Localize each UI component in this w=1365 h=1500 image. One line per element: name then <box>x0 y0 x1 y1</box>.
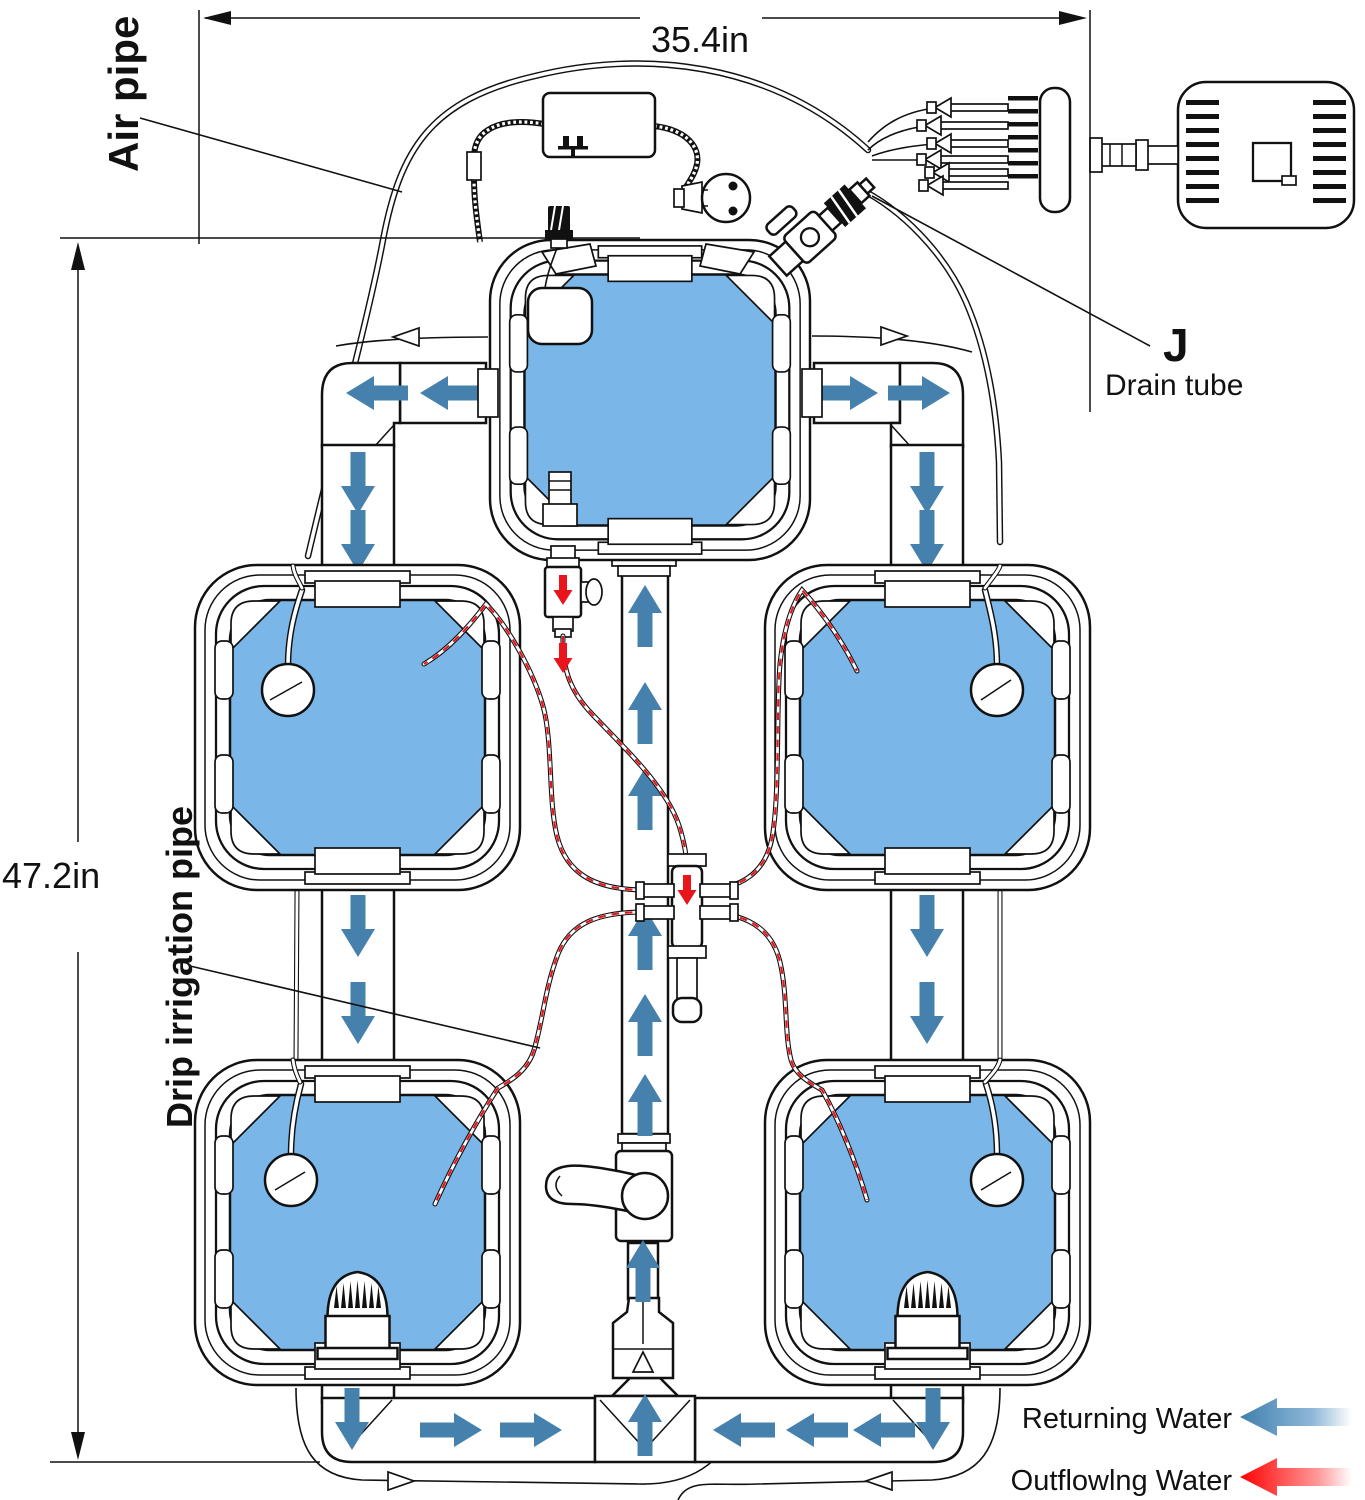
air-flow-arrow-bottom-left <box>387 1471 415 1491</box>
air-stone-mid-right <box>969 563 1025 718</box>
power-plug <box>673 172 752 224</box>
check-valve <box>611 1296 675 1380</box>
air-stone-mid-left <box>260 563 316 718</box>
legend-outflowing-label: Outflowlng Water <box>1011 1465 1233 1497</box>
lid-gland <box>545 205 573 249</box>
air-pump <box>1176 80 1356 230</box>
callout-drip-pipe: Drip irrigation pipe <box>159 806 541 1128</box>
air-flow-arrow-right <box>880 326 908 346</box>
drip-valve <box>543 545 603 638</box>
air-stone-bottom-right <box>969 1057 1025 1208</box>
air-nozzles <box>916 96 1009 197</box>
dimension-width: 35.4in <box>198 10 1091 412</box>
callout-air-pipe: Air pipe <box>100 16 403 193</box>
drain-tube-label: Drain tube <box>1105 369 1243 402</box>
air-flow-arrow-left <box>392 327 420 347</box>
legend-outflowing-arrow <box>1240 1458 1352 1496</box>
drip-lines <box>421 575 870 1207</box>
legend: Returning Water Outflowlng Water <box>1011 1398 1352 1497</box>
drip-pipe-label: Drip irrigation pipe <box>159 806 200 1128</box>
drain-letter: J <box>1163 319 1189 371</box>
air-flow-arrow-bottom-right <box>865 1471 893 1491</box>
air-stone-bottom-left <box>263 1057 319 1208</box>
ball-valve <box>544 1133 674 1243</box>
width-dimension-label: 35.4in <box>651 19 749 60</box>
callout-drain-tube: J Drain tube <box>871 195 1243 402</box>
legend-returning-label: Returning Water <box>1022 1403 1232 1435</box>
water-pump <box>526 286 594 346</box>
air-pipe-label: Air pipe <box>100 16 147 172</box>
legend-returning-arrow <box>1240 1398 1352 1436</box>
pump-window <box>1251 141 1293 183</box>
height-dimension-label: 47.2in <box>2 855 100 896</box>
bucket-mid-right <box>763 563 1092 892</box>
check-valve-arrow <box>631 1350 655 1373</box>
bucket-mid-left <box>193 563 522 892</box>
drain-tube <box>854 184 1004 546</box>
drip-manifold <box>635 853 739 1024</box>
bucket-details <box>260 243 1025 1361</box>
main-barb-fitting <box>548 471 572 507</box>
drain-valve-assembly <box>765 176 876 278</box>
dimension-height: 47.2in <box>2 237 640 1463</box>
power-adapter <box>466 91 752 243</box>
adapter-body <box>541 91 657 159</box>
air-manifold <box>916 86 1179 214</box>
